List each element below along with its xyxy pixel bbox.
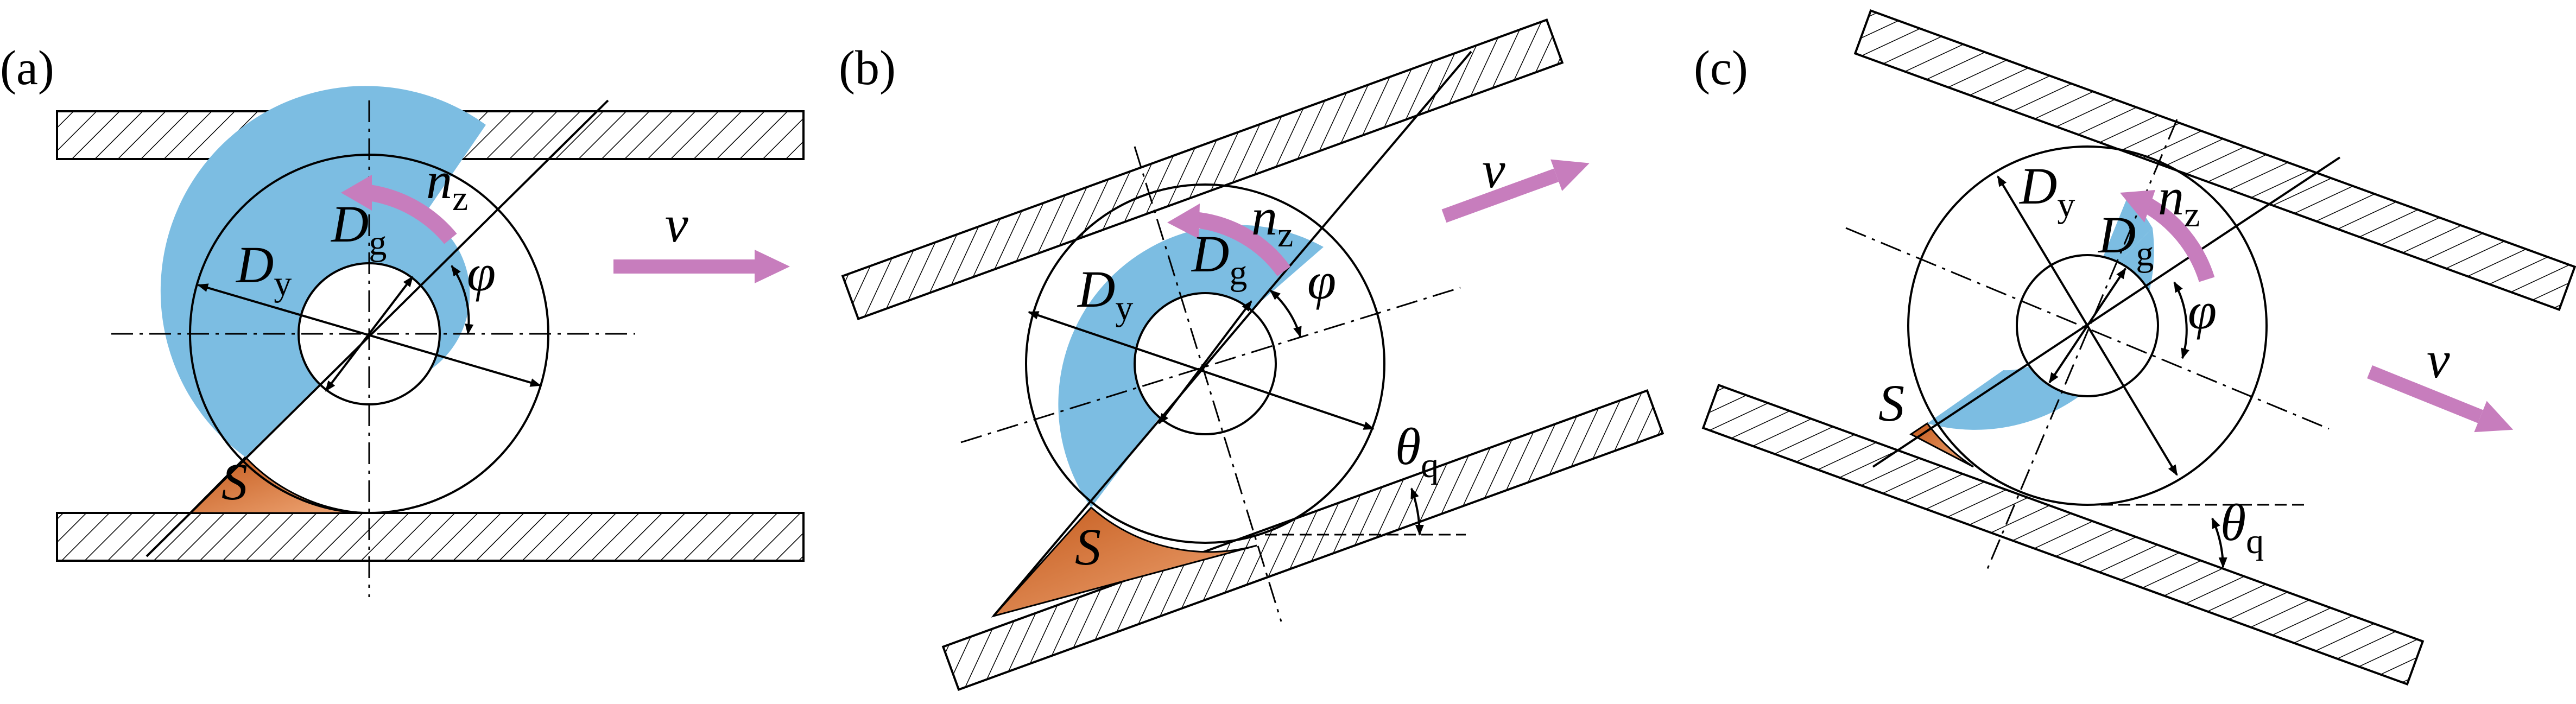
velocity-arrowhead — [755, 250, 790, 283]
velocity-arrow-shaft — [613, 259, 755, 274]
phi-arc-arrow — [2173, 281, 2189, 359]
outer-circle — [1025, 183, 1385, 544]
panel-b: (b) nz Dg Dy — [839, 18, 1664, 692]
bottom-plate — [56, 512, 805, 562]
dg-arrow — [2048, 268, 2126, 384]
panel-a: (a) nz Dg Dy φ S v — [0, 41, 805, 597]
theta-label: θq — [2220, 493, 2264, 561]
dg-label: Dg — [330, 195, 387, 263]
rotation-arrow — [368, 185, 457, 244]
panel-a-label: (a) — [0, 41, 54, 95]
velocity-label: v — [1482, 141, 1505, 199]
nz-label: nz — [426, 151, 468, 218]
phi-label: φ — [1307, 252, 1336, 310]
dg-label: Dg — [1191, 225, 1247, 293]
phi-label: φ — [2188, 282, 2217, 340]
area-s-region — [1909, 422, 1974, 468]
velocity-arrowhead — [1550, 159, 1590, 191]
top-plate — [1853, 9, 2576, 312]
dg-arrow — [1158, 300, 1252, 424]
bottom-plate — [1701, 383, 2425, 686]
theta-arc-arrow — [1410, 487, 1424, 536]
dy-label: Dy — [2018, 157, 2075, 225]
phi-arc-arrow — [451, 265, 474, 335]
velocity-label: v — [665, 195, 688, 253]
phi-label: φ — [467, 244, 496, 302]
area-s-label: S — [1878, 374, 1904, 432]
rotation-arrowhead — [1167, 204, 1200, 239]
velocity-arrow-shaft — [1441, 168, 1559, 223]
tilted-horizontal-centerline — [1845, 227, 2330, 430]
panel-c-label: (c) — [1694, 41, 1748, 95]
theta-label: θq — [1395, 417, 1439, 485]
panel-c: (c) nz Dg D — [1694, 9, 2576, 686]
phi-arc-arrow — [1269, 289, 1302, 338]
dy-label: Dy — [1077, 260, 1133, 328]
rotation-arrow — [2140, 196, 2215, 282]
velocity-arrowhead — [2474, 401, 2514, 433]
outer-circle — [1907, 145, 2268, 506]
rotation-arrowhead — [341, 175, 372, 211]
area-s-region — [188, 455, 364, 514]
dg-label: Dg — [2097, 206, 2154, 274]
rotation-arrow — [1193, 212, 1291, 276]
velocity-arrow-shaft — [2367, 365, 2483, 423]
area-s-region — [991, 506, 1257, 618]
nz-label: nz — [2158, 168, 2200, 234]
theta-arc-arrow — [2211, 517, 2227, 568]
velocity-label: v — [2427, 331, 2450, 389]
area-s-label: S — [1075, 518, 1101, 576]
area-s-label: S — [221, 453, 248, 511]
nz-label: nz — [1251, 188, 1293, 255]
bottom-plate — [941, 389, 1664, 692]
top-plate — [841, 18, 1564, 321]
dy-label: Dy — [235, 236, 292, 303]
rotation-arrowhead — [2120, 190, 2155, 223]
panel-b-label: (b) — [839, 41, 896, 95]
dg-arrow — [325, 276, 414, 392]
diagonal-line — [1872, 156, 2341, 468]
